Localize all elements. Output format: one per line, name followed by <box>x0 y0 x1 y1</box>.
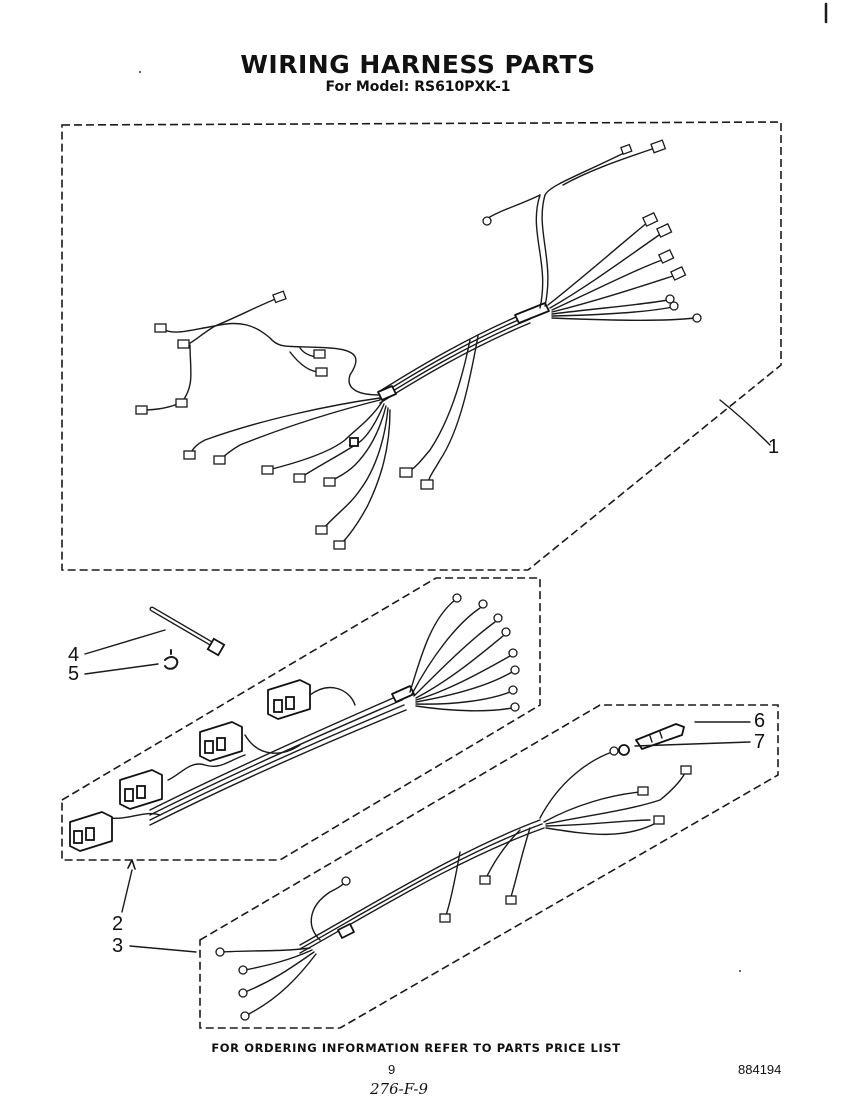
connector-block-c <box>119 769 163 810</box>
ordering-info-footer: FOR ORDERING INFORMATION REFER TO PARTS … <box>211 1041 621 1055</box>
callout-2: 2 <box>112 913 124 935</box>
leader-3 <box>129 945 197 953</box>
frame-3 <box>199 704 779 1029</box>
page-title: WIRING HARNESS PARTS <box>240 50 596 79</box>
callout-6: 6 <box>754 710 766 732</box>
harness-2-group <box>61 577 541 913</box>
frame-1 <box>61 121 782 571</box>
harness-1-group <box>61 121 782 571</box>
callout-5: 5 <box>68 663 80 685</box>
grommet-part-7 <box>618 744 630 756</box>
document-number: 884194 <box>738 1062 782 1077</box>
trunk-1 <box>379 314 531 396</box>
sleeve <box>514 302 550 324</box>
model-subtitle: For Model: RS610PXK-1 <box>325 79 511 95</box>
callout-3: 3 <box>112 935 124 957</box>
connector-block-b <box>199 721 243 762</box>
connector-block-a <box>267 679 311 720</box>
callout-1: 1 <box>768 436 780 458</box>
callout-7: 7 <box>754 731 766 753</box>
clip <box>164 649 179 670</box>
connector-block-d <box>69 811 113 852</box>
leader-1 <box>719 399 771 446</box>
leader-4 <box>84 629 166 655</box>
harness-3-group <box>129 704 779 1029</box>
terminal-part-6 <box>635 723 685 750</box>
leader-5 <box>84 663 159 675</box>
handwritten-note: 276-F-9 <box>370 1080 429 1098</box>
frame-2 <box>61 577 541 861</box>
page-number: 9 <box>388 1062 396 1077</box>
leader-2 <box>121 869 133 913</box>
callout-4: 4 <box>68 644 80 666</box>
leader-7 <box>634 741 751 747</box>
